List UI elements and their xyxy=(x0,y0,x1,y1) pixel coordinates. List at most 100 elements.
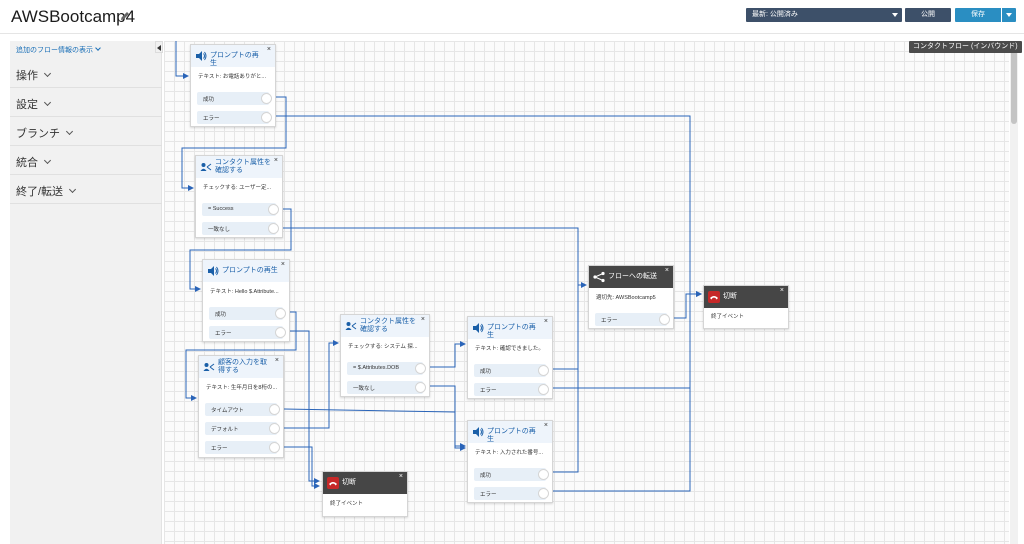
close-icon[interactable]: × xyxy=(274,357,279,364)
block-header[interactable]: プロンプトの再生 × xyxy=(468,421,552,443)
block-description: テキスト: 確認できました。 xyxy=(475,346,544,352)
block-title: プロンプトの再生 xyxy=(222,267,278,274)
close-icon[interactable]: × xyxy=(420,316,425,323)
branch-error[interactable]: エラー xyxy=(209,326,286,339)
branch-success[interactable]: 成功 xyxy=(209,307,286,320)
chevron-down-icon xyxy=(892,13,898,17)
block-description: 終了イベント xyxy=(330,501,364,507)
play-prompt-block[interactable]: プロンプトの再生 × テキスト: Hello $.Attribute... 成功… xyxy=(202,259,290,342)
disconnect-block[interactable]: 切断 × 終了イベント xyxy=(703,285,789,329)
branch-success[interactable]: 成功 xyxy=(197,92,272,105)
block-header[interactable]: プロンプトの再生 × xyxy=(468,317,552,339)
sidebar-section-settings[interactable]: 設定 xyxy=(10,89,162,117)
branch-port[interactable] xyxy=(268,204,279,215)
chevron-down-icon xyxy=(95,45,101,51)
sidebar-section-operations[interactable]: 操作 xyxy=(10,60,162,88)
disconnect-icon xyxy=(708,291,720,303)
chevron-down-icon xyxy=(43,98,52,107)
branch-port[interactable] xyxy=(269,442,280,453)
play-prompt-block[interactable]: プロンプトの再生 × テキスト: お電話ありがと... 成功 エラー xyxy=(190,44,276,127)
sidebar-section-branch[interactable]: ブランチ xyxy=(10,118,162,146)
branch-port[interactable] xyxy=(275,308,286,319)
sidebar-section-integrate[interactable]: 統合 xyxy=(10,147,162,175)
chevron-down-icon xyxy=(1006,13,1012,17)
close-icon[interactable]: × xyxy=(543,318,548,325)
branch-success[interactable]: = $.Attributes.DOB xyxy=(347,362,426,375)
branch-port[interactable] xyxy=(415,363,426,374)
branch-success[interactable]: 成功 xyxy=(474,364,549,377)
disconnect-block[interactable]: 切断 × 終了イベント xyxy=(322,471,408,517)
publish-button[interactable]: 公開 xyxy=(905,8,951,22)
branch-port[interactable] xyxy=(659,314,670,325)
branch-error[interactable]: エラー xyxy=(474,487,549,500)
chevron-down-icon xyxy=(69,185,77,194)
block-description: 終了イベント xyxy=(711,314,745,320)
block-header[interactable]: 顧客の入力を取得する × xyxy=(199,356,283,378)
sidebar-section-terminate-transfer[interactable]: 終了/転送 xyxy=(10,176,162,204)
branch-error[interactable]: エラー xyxy=(595,313,670,326)
version-select[interactable]: 最新: 公開済み xyxy=(746,8,902,22)
branch-no-match[interactable]: 一致なし xyxy=(202,222,279,235)
branch-port[interactable] xyxy=(269,404,280,415)
pencil-edit-icon[interactable] xyxy=(119,10,131,22)
block-title: 切断 xyxy=(723,293,737,300)
get-input-icon xyxy=(203,363,215,371)
close-icon[interactable]: × xyxy=(664,267,669,274)
branch-port[interactable] xyxy=(275,327,286,338)
block-title: 顧客の入力を取得する xyxy=(218,359,267,374)
speaker-icon xyxy=(473,323,484,333)
branch-error[interactable]: エラー xyxy=(197,111,272,124)
block-description: テキスト: Hello $.Attribute... xyxy=(210,289,279,295)
block-description: チェックする: ユーザー定... xyxy=(203,185,272,191)
check-attribute-icon xyxy=(345,322,357,330)
close-icon[interactable]: × xyxy=(266,46,271,53)
play-prompt-block[interactable]: プロンプトの再生 × テキスト: 入力された番号... 成功 エラー xyxy=(467,420,553,503)
close-icon[interactable]: × xyxy=(779,287,784,294)
vertical-scrollbar[interactable] xyxy=(1010,41,1018,544)
block-header[interactable]: プロンプトの再生 × xyxy=(203,260,289,282)
branch-error[interactable]: エラー xyxy=(474,383,549,396)
collapse-sidebar-button[interactable] xyxy=(155,41,163,53)
branch-port[interactable] xyxy=(261,112,272,123)
branch-port[interactable] xyxy=(268,223,279,234)
branch-success[interactable]: = Success xyxy=(202,203,279,216)
branch-default[interactable]: デフォルト xyxy=(205,422,280,435)
close-icon[interactable]: × xyxy=(543,422,548,429)
top-bar: AWSBootcamp4 最新: 公開済み 公開 保存 xyxy=(0,0,1024,34)
branch-error[interactable]: エラー xyxy=(205,441,280,454)
chevron-down-icon xyxy=(43,69,52,78)
disconnect-icon xyxy=(327,477,339,489)
block-header[interactable]: プロンプトの再生 × xyxy=(191,45,275,67)
block-header[interactable]: コンタクト属性を確認する × xyxy=(196,156,282,178)
block-title: コンタクト属性を確認する xyxy=(360,318,416,333)
branch-port[interactable] xyxy=(538,469,549,480)
block-header[interactable]: 切断 × xyxy=(704,286,788,308)
show-flow-info-link[interactable]: 追加のフロー情報の表示 xyxy=(16,45,101,55)
check-contact-attributes-block[interactable]: コンタクト属性を確認する × チェックする: システム 探... = $.Att… xyxy=(340,314,430,397)
block-header[interactable]: フローへの転送 × xyxy=(589,266,673,288)
close-icon[interactable]: × xyxy=(398,473,403,480)
branch-timeout[interactable]: タイムアウト xyxy=(205,403,280,416)
branch-port[interactable] xyxy=(538,384,549,395)
close-icon[interactable]: × xyxy=(273,157,278,164)
flow-canvas[interactable] xyxy=(164,41,1009,544)
branch-success[interactable]: 成功 xyxy=(474,468,549,481)
speaker-icon xyxy=(473,427,484,437)
play-prompt-block[interactable]: プロンプトの再生 × テキスト: 確認できました。 成功 エラー xyxy=(467,316,553,399)
block-header[interactable]: 切断 × xyxy=(323,472,407,494)
branch-port[interactable] xyxy=(261,93,272,104)
get-customer-input-block[interactable]: 顧客の入力を取得する × テキスト: 生年月日を8桁の... タイムアウト デフ… xyxy=(198,355,284,458)
close-icon[interactable]: × xyxy=(280,261,285,268)
branch-port[interactable] xyxy=(538,488,549,499)
check-contact-attributes-block[interactable]: コンタクト属性を確認する × チェックする: ユーザー定... = Succes… xyxy=(195,155,283,238)
transfer-to-flow-block[interactable]: フローへの転送 × 適切先: AWSBootcamp5 エラー xyxy=(588,265,674,329)
save-button[interactable]: 保存 xyxy=(955,8,1001,22)
branch-port[interactable] xyxy=(538,365,549,376)
scrollbar-thumb[interactable] xyxy=(1011,44,1017,124)
branch-port[interactable] xyxy=(269,423,280,434)
save-options-button[interactable] xyxy=(1002,8,1016,22)
block-title: プロンプトの再生 xyxy=(210,52,259,67)
branch-no-match[interactable]: 一致なし xyxy=(347,381,426,394)
block-header[interactable]: コンタクト属性を確認する × xyxy=(341,315,429,337)
branch-port[interactable] xyxy=(415,382,426,393)
